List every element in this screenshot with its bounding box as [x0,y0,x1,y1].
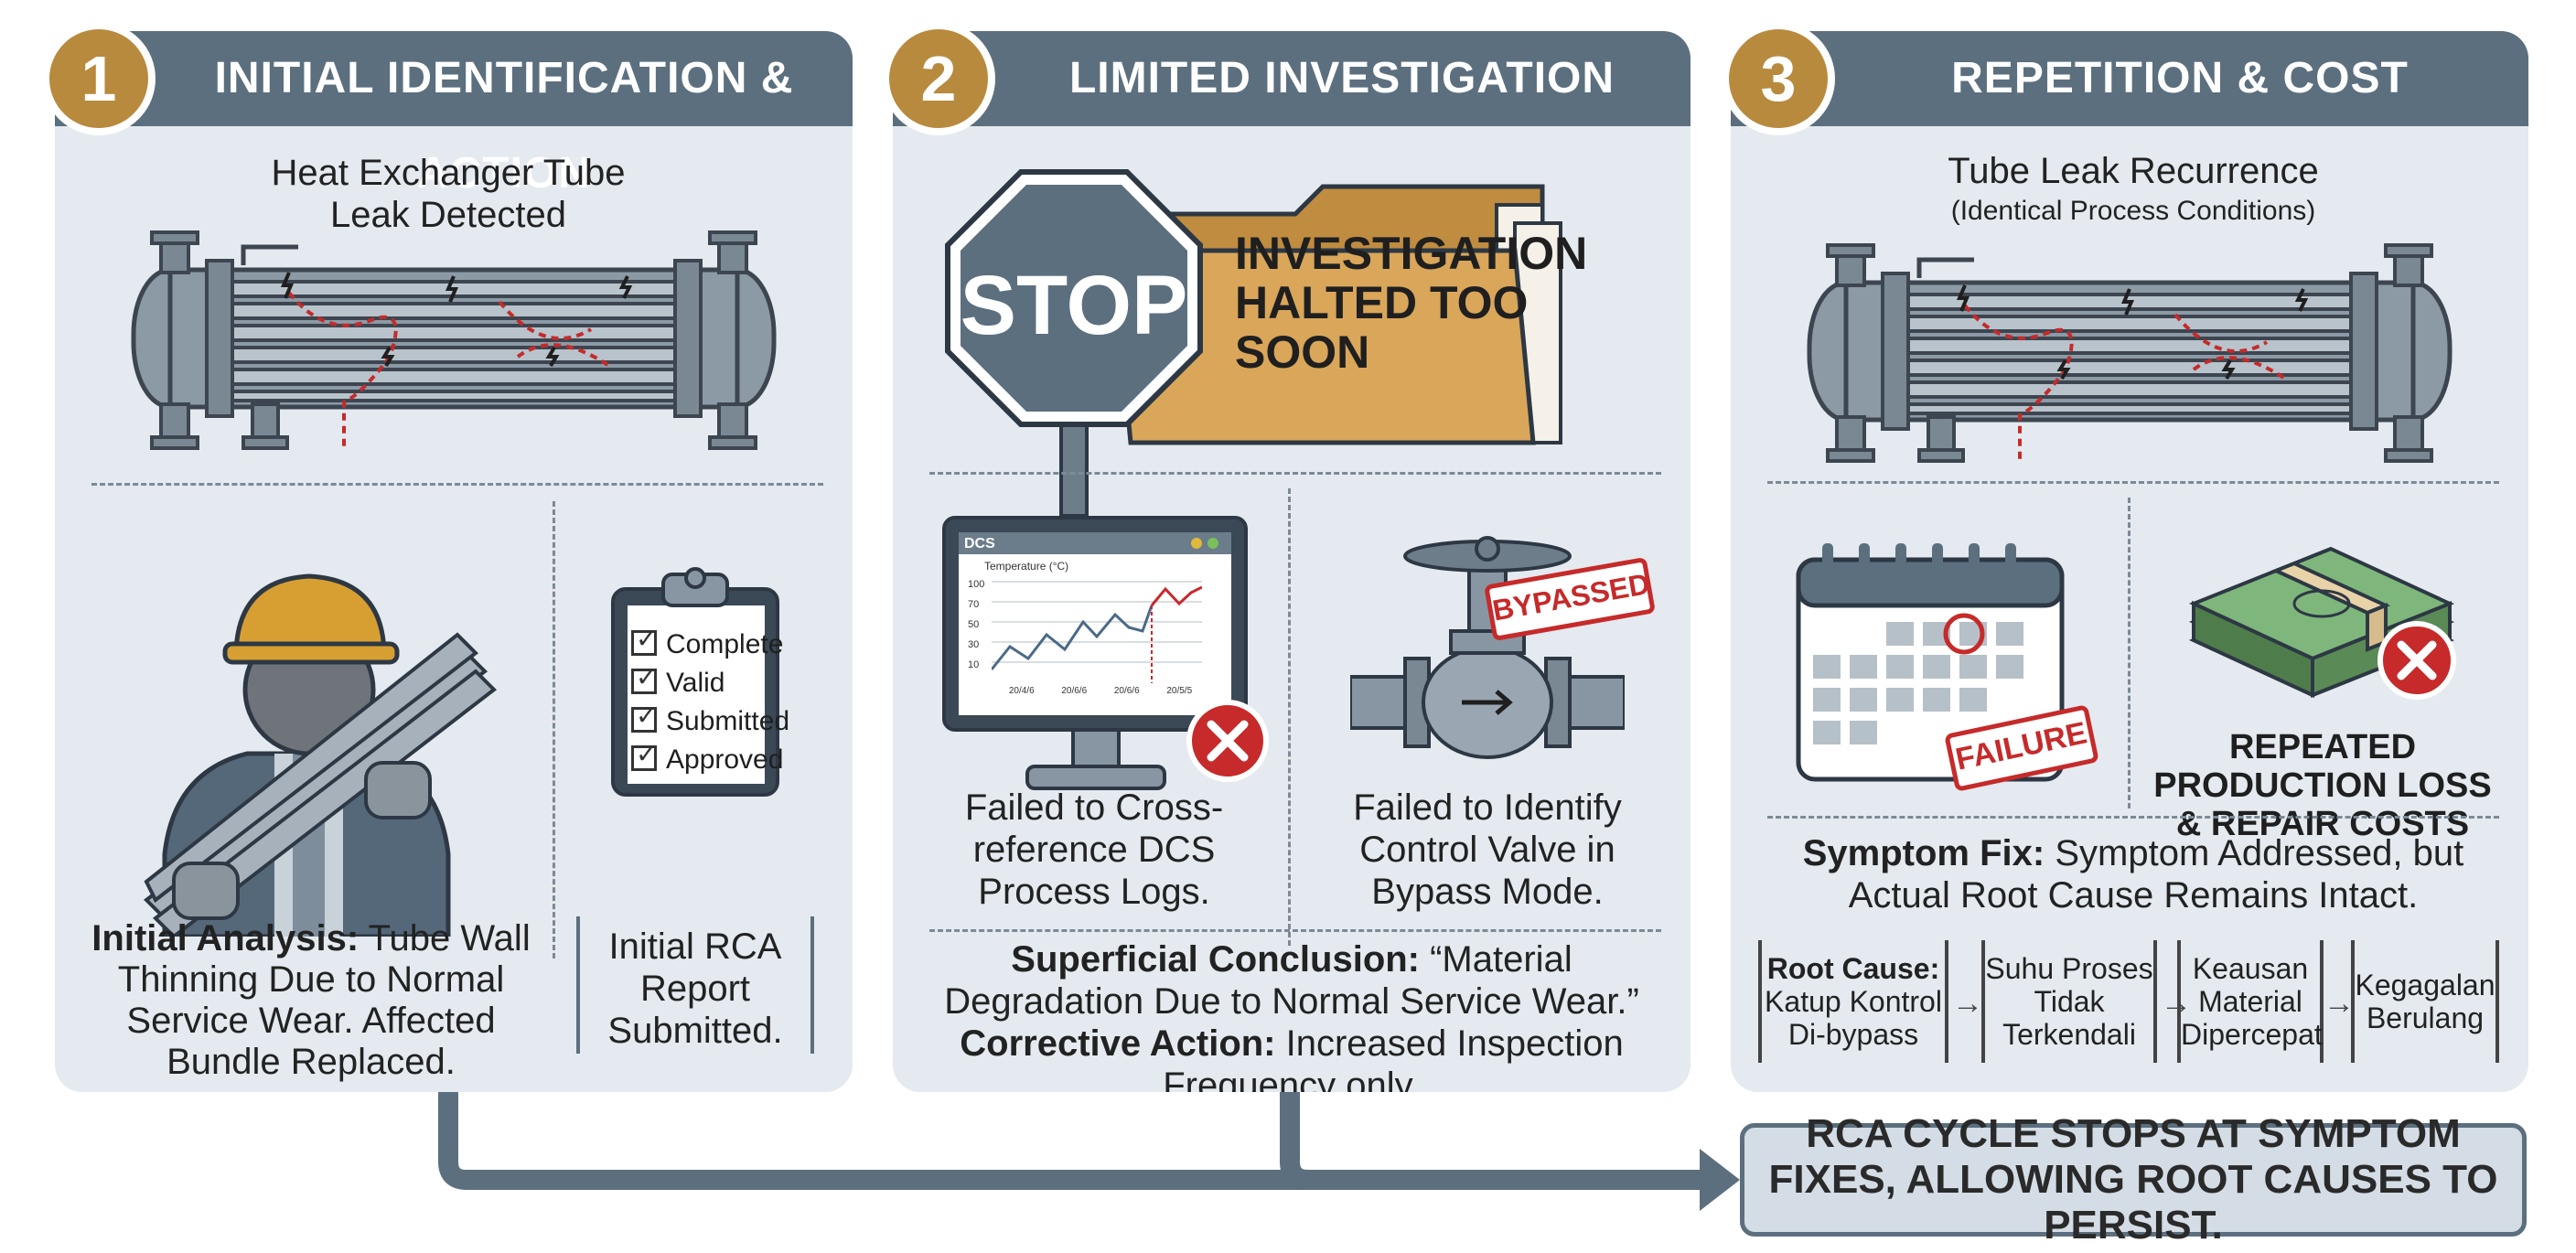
dcs-y-ticks: 100 70 50 30 10 [968,574,990,675]
step-number-badge: 1 [42,22,156,135]
chain-step: Keausan Material Dipercepat [2177,940,2324,1063]
symptom-fix-text: Symptom Fix: Symptom Addressed, but Actu… [1786,832,2481,916]
dcs-monitor-icon [942,516,1248,790]
dcs-title: DCS [964,536,995,552]
chain-step-label: Katup Kontrol Di-bypass [1765,985,1942,1051]
fail-dcs-text: Failed to Cross-reference DCS Process Lo… [964,787,1224,912]
hx-label: Heat Exchanger Tube Leak Detected [210,152,686,236]
chain-step-label: Keausan Material Dipercepat [2181,952,2323,1051]
dcs-trend-chart [992,581,1202,683]
arrow-right-icon: → [2324,986,2355,1021]
panel-title: INITIAL IDENTIFICATION & ACTION [214,54,794,198]
x-tick: 20/6/6 [1061,686,1088,696]
report-body: Initial RCA Report Submitted. [607,926,783,1051]
panel-header: LIMITED INVESTIGATION [893,31,1690,126]
action-bold-label: Corrective Action: [960,1023,1276,1064]
arrow-right-icon: → [1952,986,1983,1021]
hx-label-line2: Leak Detected [330,195,566,235]
fail-valve-text: Failed to Identify Control Valve in Bypa… [1353,787,1622,912]
step-number-badge: 2 [882,22,995,135]
panel-limited-investigation: LIMITED INVESTIGATION INVESTIGATION HALT… [893,31,1690,1092]
stop-sign-icon [945,169,1203,516]
section-divider [91,483,823,486]
chain-step-label: Kegagalan Berulang [2355,969,2496,1034]
rca-report-text: Initial RCA Report Submitted. [576,916,814,1054]
checklist-item: ✓ Complete [631,625,784,660]
checkbox-checked-icon: ✓ [631,701,657,733]
checklist-item: ✓ Approved [631,740,784,776]
chain-step-label: Suhu Proses Tidak Terkendali [1985,952,2153,1051]
panel-initial-identification: INITIAL IDENTIFICATION & ACTION Heat Exc… [55,31,853,1092]
section-divider [1767,481,2499,484]
conclusion-body: “Material Degradation Due to Normal Serv… [944,939,1639,1022]
checklist-label: Approved [666,744,784,775]
panel-header: INITIAL IDENTIFICATION & ACTION [55,31,853,198]
y-tick: 50 [968,619,980,630]
checkbox-checked-icon: ✓ [631,625,657,656]
checklist-label: Valid [666,668,725,698]
section-divider [929,929,1661,932]
chain-bold-label: Root Cause: [1766,952,1940,985]
chain-step-root-cause: Root Cause: Katup Kontrol Di-bypass [1758,940,1948,1063]
y-tick: 10 [968,659,980,670]
column-divider [2128,498,2131,809]
conclusion-bold-label: Superficial Conclusion: [1011,939,1420,980]
symptom-body: Symptom Addressed, but Actual Root Cause… [1848,833,2464,916]
checkbox-checked-icon: ✓ [631,663,657,694]
step-number-badge: 3 [1722,22,1835,135]
callout-text: RCA CYCLE STOPS AT SYMPTOM FIXES, ALLOWI… [1768,1111,2498,1248]
chain-step: Kegagalan Berulang [2351,940,2499,1063]
worker-with-tubes-icon [143,573,498,937]
chain-step: Suhu Proses Tidak Terkendali [1981,940,2157,1063]
panel-header: REPETITION & COST [1731,31,2528,126]
checklist-item: ✓ Valid [631,663,725,699]
symptom-bold-label: Symptom Fix: [1802,833,2045,873]
panel-title: LIMITED INVESTIGATION [1068,54,1615,102]
checkbox-checked-icon: ✓ [631,740,657,771]
checklist-label: Complete [666,629,784,659]
x-tick: 20/5/5 [1166,686,1193,696]
hx-label-line1: Heat Exchanger Tube [271,153,626,193]
y-tick: 30 [968,639,980,650]
dcs-axis-label: Temperature (°C) [984,560,1069,573]
panel-repetition-cost: REPETITION & COST Tube Leak Recurrence (… [1731,31,2528,1092]
superficial-conclusion-text: Superficial Conclusion: “Material Degrad… [911,938,1672,1092]
y-tick: 100 [968,579,985,590]
arrow-right-icon: → [2161,986,2192,1021]
y-tick: 70 [968,599,980,610]
hx-sublabel: (Identical Process Conditions) [1950,196,2316,226]
column-divider [553,501,555,958]
section-divider [929,472,1661,475]
initial-analysis-text: Initial Analysis: Tube Wall Thinning Due… [73,918,549,1083]
summary-callout: RCA CYCLE STOPS AT SYMPTOM FIXES, ALLOWI… [1740,1111,2527,1248]
checklist-item: ✓ Submitted [631,701,790,737]
section-divider [1767,816,2499,819]
checklist-label: Submitted [666,706,790,736]
action-body: Increased Inspection Frequency only. [1163,1023,1624,1092]
hx-label: Tube Leak Recurrence [1948,151,2319,191]
analysis-bold-label: Initial Analysis: [91,918,360,958]
cost-text: REPEATED PRODUCTION LOSS & REPAIR COSTS [2153,728,2492,843]
folder-text: INVESTIGATION HALTED TOO SOON [1235,228,1588,378]
x-tick: 20/4/6 [1008,686,1035,696]
dcs-x-ticks: 20/4/6 20/6/6 20/6/6 20/5/5 [995,686,1206,696]
error-x-icon [2377,621,2456,700]
error-x-icon [1186,700,1269,782]
analysis-body: Tube Wall Thinning Due to Normal Service… [117,918,531,1082]
clipboard-icon [611,567,779,797]
panel-title: REPETITION & COST [1951,54,2409,102]
folder-icon [1112,184,1562,445]
x-tick: 20/6/6 [1113,686,1140,696]
column-divider [1288,488,1291,946]
stop-sign-text: STOP [960,259,1188,352]
